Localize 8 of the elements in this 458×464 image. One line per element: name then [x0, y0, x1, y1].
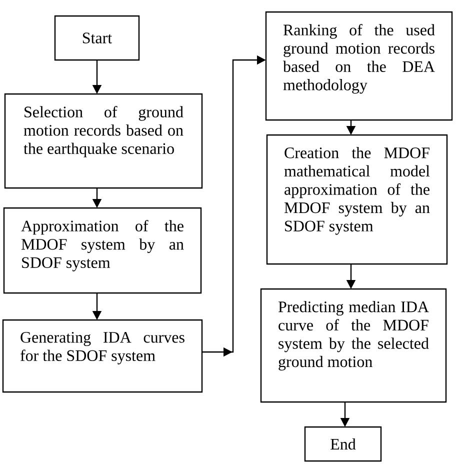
- process-box: Creation the MDOF mathematical model approximation of the MDOF system by an SDOF system: [266, 134, 448, 265]
- process-box: Predicting median IDA curve of the MDOF system by the selected ground motion: [260, 288, 447, 403]
- terminal-box: End: [304, 426, 382, 462]
- process-box: Approximation of the MDOF system by an SDOF system: [3, 207, 202, 294]
- process-box: Ranking of the used ground motion records based on the DEA methodology: [265, 11, 453, 121]
- process-box: Selection of ground motion records based on the earthquake scenario: [4, 93, 203, 189]
- process-box: Generating IDA curves for the SDOF system: [2, 319, 203, 393]
- terminal-box: Start: [54, 15, 140, 61]
